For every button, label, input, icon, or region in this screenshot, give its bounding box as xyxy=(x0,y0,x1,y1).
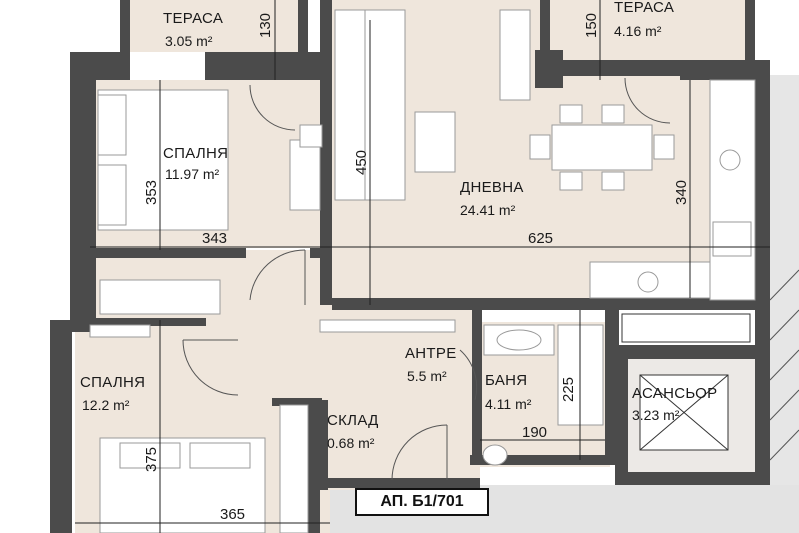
coffee-table xyxy=(414,111,456,173)
room-name-hall: АНТРЕ xyxy=(405,345,457,362)
room-area-bedroom-top: 11.97 m² xyxy=(165,166,220,182)
kitchen-counter xyxy=(709,79,756,301)
dim-living-depth: 450 xyxy=(353,150,370,175)
dining-table xyxy=(551,124,653,171)
dim-bedroom-bottom-width: 365 xyxy=(220,506,245,523)
room-area-terrace-right: 4.16 m² xyxy=(614,23,662,39)
dim-bedroom-top-width: 343 xyxy=(202,230,227,247)
room-name-terrace-left: ТЕРАСА xyxy=(163,10,223,27)
room-name-bedroom-bottom: СПАЛНЯ xyxy=(80,374,145,391)
room-area-elevator: 3.23 m² xyxy=(632,407,680,423)
tv-unit xyxy=(499,9,531,101)
furniture xyxy=(89,9,756,533)
wardrobe-bottom xyxy=(279,404,309,533)
dim-bedroom-top-depth: 353 xyxy=(143,180,160,205)
shaft-box xyxy=(621,313,751,343)
dimension-texts: 130 150 450 353 340 343 625 225 190 375 … xyxy=(143,13,690,523)
room-name-elevator: АСАНСЬОР xyxy=(632,385,717,402)
dimension-lines xyxy=(75,0,770,533)
room-area-bath: 4.11 m² xyxy=(485,396,532,412)
room-name-living: ДНЕВНА xyxy=(460,179,524,196)
dim-terrace-right: 150 xyxy=(583,13,600,38)
room-name-storage: СКЛАД xyxy=(327,412,379,429)
apartment-label: АП. Б1/701 xyxy=(355,488,489,516)
dim-living-right-depth: 340 xyxy=(673,180,690,205)
dim-living-width: 625 xyxy=(528,230,553,247)
desk-top xyxy=(289,139,321,211)
doors xyxy=(182,77,671,481)
room-area-storage: 0.68 m² xyxy=(327,435,375,451)
room-name-bath: БАНЯ xyxy=(485,372,527,389)
room-name-bedroom-top: СПАЛНЯ xyxy=(163,145,228,162)
dim-terrace-left: 130 xyxy=(257,13,274,38)
room-labels: ТЕРАСА 3.05 m² ТЕРАСА 4.16 m² СПАЛНЯ 11.… xyxy=(80,0,717,451)
room-area-bedroom-bottom: 12.2 m² xyxy=(82,397,130,413)
terrace-left-floor xyxy=(128,0,300,52)
room-area-terrace-left: 3.05 m² xyxy=(165,33,213,49)
room-name-terrace-right: ТЕРАСА xyxy=(614,0,674,16)
hall-shelf xyxy=(319,319,456,333)
room-area-hall: 5.5 m² xyxy=(407,368,447,384)
cooktop xyxy=(719,149,741,171)
dim-bedroom-bottom-depth: 375 xyxy=(143,447,160,472)
room-area-living: 24.41 m² xyxy=(460,202,516,218)
dim-bath-depth: 225 xyxy=(560,377,577,402)
wardrobe-top xyxy=(99,279,221,315)
dim-bath-width: 190 xyxy=(522,424,547,441)
walls xyxy=(50,0,770,533)
